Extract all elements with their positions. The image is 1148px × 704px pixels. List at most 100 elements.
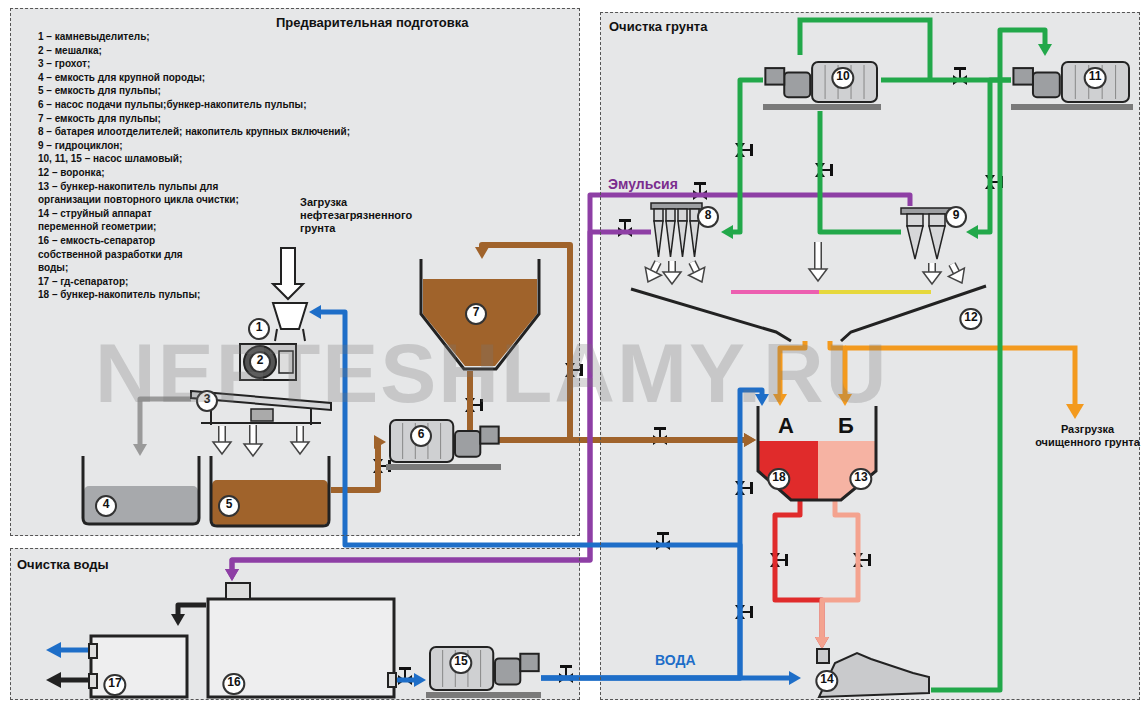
arrow-head xyxy=(225,569,239,581)
valve-handle xyxy=(657,532,669,535)
arrow-head xyxy=(309,305,321,319)
pipe-connector xyxy=(931,30,1052,690)
valve-handle xyxy=(480,399,483,411)
callout-number: 7 xyxy=(465,303,487,325)
flow-arrow xyxy=(663,272,681,284)
pipe-connector xyxy=(396,673,426,687)
pipe-connector xyxy=(815,501,858,649)
pipe-connector xyxy=(721,80,763,239)
flow-arrow xyxy=(653,262,658,271)
flow-arrow xyxy=(213,442,231,454)
callout-number: 6 xyxy=(410,425,432,447)
parts-list-item: 17 – гд-сепаратор; xyxy=(38,275,418,289)
pipe-connector xyxy=(541,390,769,678)
arrow-head xyxy=(755,394,769,406)
callout-number: 12 xyxy=(959,308,982,330)
flow-arrow xyxy=(653,262,658,271)
flow-label: ВОДА xyxy=(652,652,699,668)
flow-arrow xyxy=(692,262,697,271)
pipe-connector xyxy=(171,605,206,626)
pipe-line xyxy=(775,501,822,639)
equipment: 15 xyxy=(426,641,541,699)
flow-arrow xyxy=(948,268,964,283)
parts-list-item: 7 – емкость для пульпы; xyxy=(38,112,418,126)
region-title: Предварительная подготовка xyxy=(276,15,468,30)
equipment-art xyxy=(763,56,881,111)
equipment: 14 xyxy=(801,649,931,699)
pipe-line xyxy=(396,678,416,683)
region-ground xyxy=(10,8,580,536)
equipment: 11 xyxy=(1011,56,1133,111)
valve-handle xyxy=(560,665,572,668)
discharge-arrow xyxy=(1066,404,1084,419)
equipment: 3 xyxy=(191,383,331,425)
pipe-line xyxy=(470,371,746,440)
arrow-head xyxy=(815,637,829,649)
equipment-art xyxy=(81,456,201,526)
valve-handle xyxy=(750,144,753,156)
flow-arrow xyxy=(251,425,256,444)
flow-arrow xyxy=(923,272,941,284)
pipe-connector xyxy=(830,341,852,406)
parts-list: 1 – камневыделитель;2 – мешалка;3 – грох… xyxy=(38,30,418,302)
pipe-connector xyxy=(966,80,1011,239)
pipe-connector xyxy=(881,80,1011,81)
flow-arrow xyxy=(930,263,935,272)
region-panel: Очистка грунта10118912А18Б1314 xyxy=(600,12,1140,700)
compartment-letter: А xyxy=(778,413,794,439)
region-ground xyxy=(600,12,1140,700)
callout-number: 4 xyxy=(95,495,117,517)
parts-list-item: 3 – грохот; xyxy=(38,57,418,71)
arrow-head xyxy=(744,433,756,447)
equipment-art xyxy=(1011,56,1133,111)
arrow-head xyxy=(475,247,489,259)
arrow-head xyxy=(171,614,185,626)
arrow-head xyxy=(225,569,239,581)
valve-handle xyxy=(868,554,871,566)
parts-list-item: 13 – бункер-накопитель пульпы для органи… xyxy=(38,180,268,207)
flow-note: Загрузка нефтезагрязненного грунта xyxy=(300,196,430,235)
valve-handle xyxy=(954,67,966,70)
flow-arrow xyxy=(952,264,956,272)
pipe-connector xyxy=(773,341,805,406)
flow-arrow xyxy=(692,262,697,271)
valve-handle xyxy=(830,164,833,176)
arrow-head xyxy=(815,637,829,649)
oil-outlet xyxy=(60,678,88,683)
pipe-line xyxy=(501,437,746,443)
callout-number: 2 xyxy=(249,351,271,373)
parts-list-item: 10, 11, 15 – насос шламовый; xyxy=(38,152,418,166)
pipe-line xyxy=(820,111,901,232)
valve-handle xyxy=(399,667,411,670)
valve-handle xyxy=(785,554,788,566)
callout-number: 11 xyxy=(1084,67,1107,89)
parts-list-item: 6 – насос подачи пульпы;бункер-накопител… xyxy=(38,98,418,112)
parts-list-item: 12 – воронка; xyxy=(38,166,418,180)
arrow-head xyxy=(773,394,787,406)
parts-list-item: 2 – мешалка; xyxy=(38,44,418,58)
load-arrow xyxy=(273,248,303,299)
valve-handle xyxy=(750,606,753,618)
callout-number: 13 xyxy=(849,468,872,490)
equipment: 5 xyxy=(209,456,331,528)
equipment: 12 xyxy=(626,284,991,341)
flow-arrow xyxy=(952,264,956,272)
valve-handle xyxy=(750,482,753,494)
flow-arrow xyxy=(249,425,257,444)
arrow-head xyxy=(1038,44,1052,56)
pipe-connector xyxy=(244,425,262,456)
region-title: Очистка воды xyxy=(17,557,109,572)
equipment-art xyxy=(386,414,501,471)
region-panel: Очистка воды161715 xyxy=(10,548,580,700)
equipment: 7 xyxy=(419,259,541,371)
arrow-head xyxy=(744,433,756,447)
parts-list-item: 4 – емкость для крупной породы; xyxy=(38,71,418,85)
flow-arrow xyxy=(689,267,705,282)
pipe-line xyxy=(780,341,805,396)
flow-arrow xyxy=(244,444,262,456)
callout-number: 10 xyxy=(831,67,854,89)
flow-label: Эмульсия xyxy=(605,176,681,192)
arrow-head xyxy=(789,671,801,685)
pipe-connector xyxy=(820,111,901,232)
